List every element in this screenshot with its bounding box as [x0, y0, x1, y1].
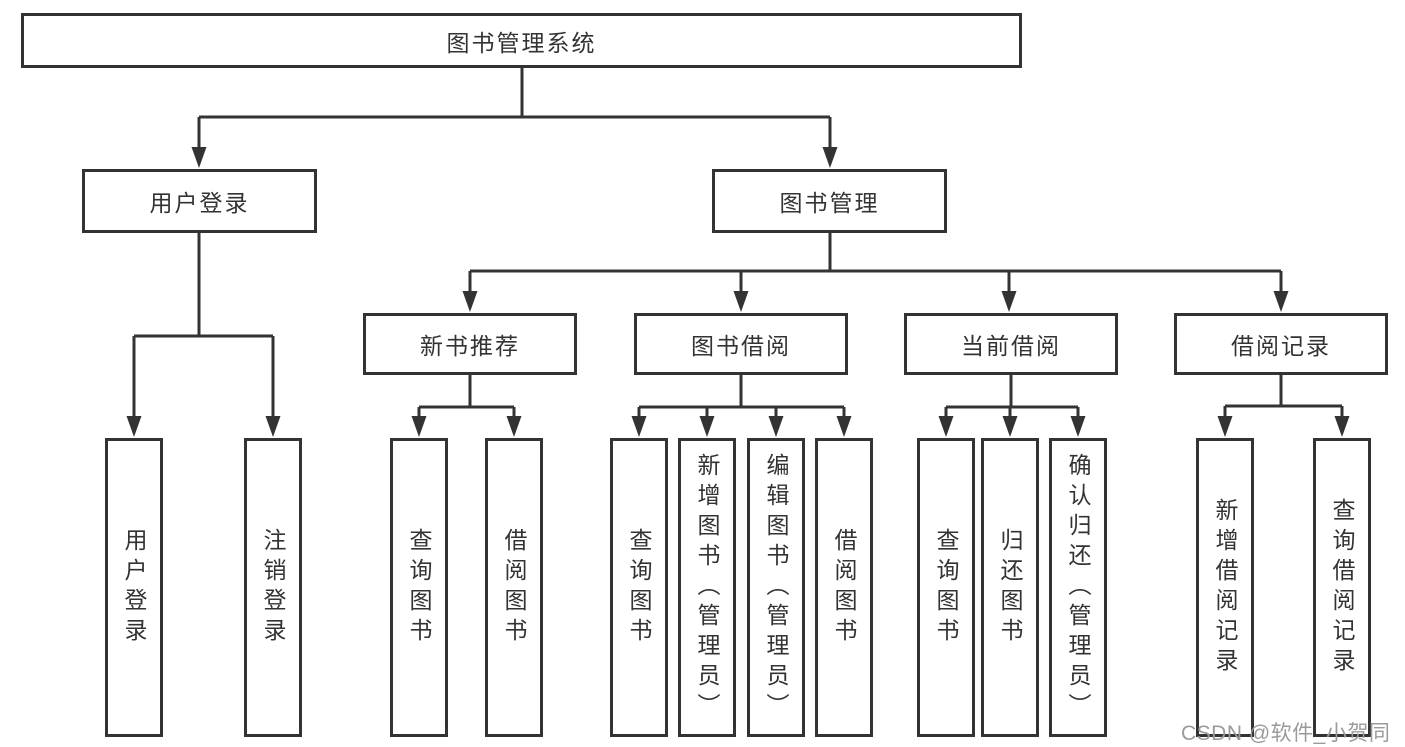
- arrow-icon: [822, 147, 838, 168]
- leaf-query-books-borrow: 查询图书: [610, 438, 668, 737]
- arrow-icon: [506, 416, 522, 437]
- node-book-management: 图书管理: [712, 169, 947, 233]
- arrow-icon: [1273, 291, 1289, 312]
- arrow-icon: [1002, 416, 1018, 437]
- node-user-login: 用户登录: [82, 169, 317, 233]
- connector-book-borrow: [637, 375, 846, 430]
- arrow-icon: [191, 147, 207, 168]
- connector-new-book: [417, 375, 516, 430]
- leaf-borrow-books: 借阅图书: [815, 438, 873, 737]
- connector-root: [197, 68, 832, 160]
- leaf-query-books-recommend: 查询图书: [390, 438, 448, 737]
- leaf-borrow-books-recommend: 借阅图书: [485, 438, 543, 737]
- node-current-borrow: 当前借阅: [904, 313, 1118, 375]
- leaf-add-borrow-record: 新增借阅记录: [1196, 438, 1254, 737]
- arrow-icon: [733, 291, 749, 312]
- connector-book-management: [468, 233, 1283, 305]
- leaf-logout: 注销登录: [244, 438, 302, 737]
- leaf-return-books: 归还图书: [981, 438, 1039, 737]
- connector-borrow-records: [1223, 375, 1344, 430]
- arrow-icon: [768, 416, 784, 437]
- arrow-icon: [1070, 416, 1086, 437]
- arrow-icon: [938, 416, 954, 437]
- leaf-query-borrow-record: 查询借阅记录: [1313, 438, 1371, 737]
- leaf-confirm-return-admin: 确认归还（管理员）: [1049, 438, 1107, 737]
- arrow-icon: [836, 416, 852, 437]
- arrow-icon: [699, 416, 715, 437]
- node-book-borrow: 图书借阅: [634, 313, 848, 375]
- node-new-book-recommend: 新书推荐: [363, 313, 577, 375]
- leaf-edit-books-admin: 编辑图书（管理员）: [747, 438, 805, 737]
- node-root-system: 图书管理系统: [21, 13, 1022, 68]
- node-borrow-records: 借阅记录: [1174, 313, 1388, 375]
- arrow-icon: [1334, 416, 1350, 437]
- connector-user-login: [132, 233, 275, 430]
- leaf-query-books-current: 查询图书: [917, 438, 975, 737]
- arrow-icon: [126, 416, 142, 437]
- arrow-icon: [631, 416, 647, 437]
- leaf-user-login: 用户登录: [105, 438, 163, 737]
- arrow-icon: [265, 416, 281, 437]
- arrow-icon: [411, 416, 427, 437]
- arrow-icon: [1001, 291, 1017, 312]
- arrowheads: [126, 147, 1350, 437]
- leaf-add-books-admin: 新增图书（管理员）: [678, 438, 736, 737]
- csdn-watermark: CSDN @软件_小贺同学: [1181, 722, 1391, 745]
- arrow-icon: [1217, 416, 1233, 437]
- arrow-icon: [462, 291, 478, 312]
